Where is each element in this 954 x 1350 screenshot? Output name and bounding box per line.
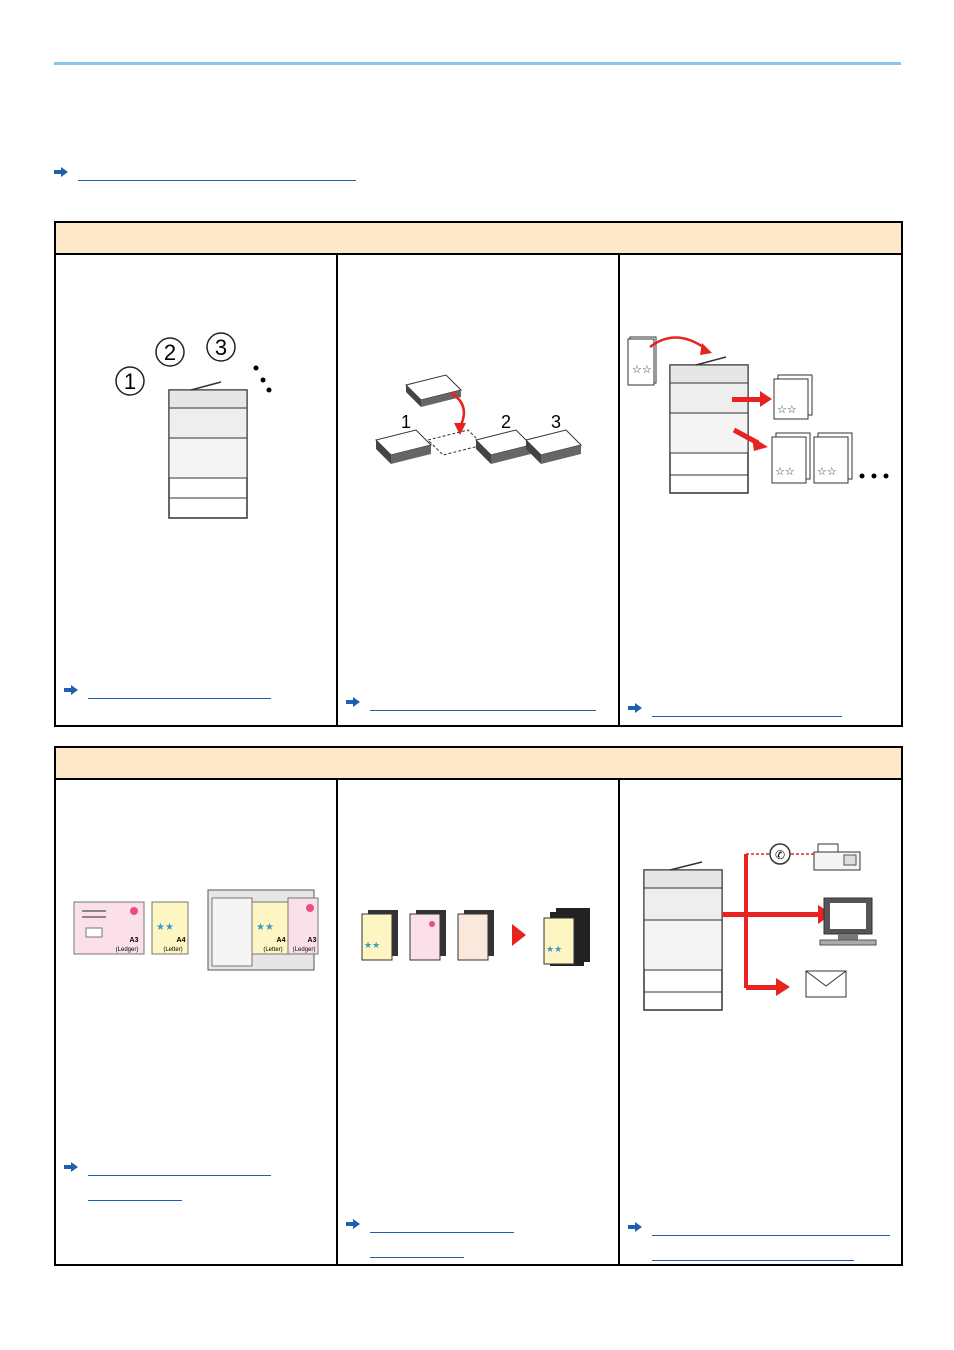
cell-link-text[interactable] xyxy=(652,1245,854,1261)
cell-link-text[interactable] xyxy=(88,683,271,699)
svg-text:★★: ★★ xyxy=(364,940,380,950)
number-2: 2 xyxy=(501,412,511,432)
feature-cell-interrupt-copy: 1 2 3 xyxy=(338,255,620,725)
feature-cell-multi-copy: ☆☆ ☆☆ ☆☆ xyxy=(620,255,901,725)
size-label: A4 xyxy=(177,937,186,944)
feature-section-1: 1 2 3 xyxy=(54,221,903,727)
cell-link-text[interactable] xyxy=(88,1160,271,1176)
top-link-text[interactable] xyxy=(78,165,356,181)
number-1: 1 xyxy=(401,412,411,432)
svg-text:★★: ★★ xyxy=(256,922,274,933)
size-label: A3 xyxy=(308,937,317,944)
cell-link-text[interactable] xyxy=(370,1217,514,1233)
section-header xyxy=(56,748,901,780)
cell-link-text[interactable] xyxy=(88,1185,182,1201)
feature-cell-send: ✆ xyxy=(620,780,901,1264)
top-rule xyxy=(54,62,901,65)
svg-text:★★: ★★ xyxy=(156,922,174,933)
svg-text:★★: ★★ xyxy=(546,944,562,954)
number-3: 3 xyxy=(551,412,561,432)
svg-text:☆☆: ☆☆ xyxy=(632,364,652,376)
cell-link[interactable] xyxy=(628,1220,890,1270)
send-destinations-illustration: ✆ xyxy=(642,840,892,1015)
svg-text:✆: ✆ xyxy=(775,848,785,862)
arrow-right-icon xyxy=(628,703,642,713)
cell-link-text[interactable] xyxy=(652,1220,890,1236)
svg-text:☆☆: ☆☆ xyxy=(777,404,797,416)
feature-section-2: A3 (Ledger) ★★ A4 (Letter) ★★ A4 (Letter… xyxy=(54,746,903,1266)
feature-cell-job-queue: 1 2 3 xyxy=(56,255,338,725)
svg-text:☆☆: ☆☆ xyxy=(817,466,837,478)
mixed-size-originals-illustration: A3 (Ledger) ★★ A4 (Letter) ★★ A4 (Letter… xyxy=(72,888,322,973)
size-label: A4 xyxy=(277,937,286,944)
cell-link[interactable] xyxy=(64,683,271,708)
size-label: (Letter) xyxy=(163,947,182,953)
multi-copy-illustration: ☆☆ ☆☆ ☆☆ xyxy=(626,335,896,495)
cell-link-text[interactable] xyxy=(652,701,842,717)
size-label: A3 xyxy=(130,937,139,944)
svg-text:☆☆: ☆☆ xyxy=(775,466,795,478)
arrow-right-icon xyxy=(54,167,68,177)
cell-link-text[interactable] xyxy=(370,695,596,711)
top-link[interactable] xyxy=(54,165,356,190)
section-header xyxy=(56,223,901,255)
job-queue-illustration: 1 2 3 xyxy=(111,330,281,520)
feature-cell-combine: ★★ ★★ xyxy=(338,780,620,1264)
arrow-right-icon xyxy=(346,697,360,707)
cell-link[interactable] xyxy=(628,701,842,726)
arrow-right-icon xyxy=(64,685,78,695)
size-label: (Ledger) xyxy=(293,947,316,953)
number-2: 2 xyxy=(164,340,176,365)
arrow-right-icon xyxy=(346,1219,360,1229)
arrow-right-icon xyxy=(628,1222,642,1232)
size-label: (Ledger) xyxy=(116,947,139,953)
cell-link-text[interactable] xyxy=(370,1242,464,1258)
cell-link[interactable] xyxy=(346,1217,514,1267)
number-1: 1 xyxy=(124,369,136,394)
size-label: (Letter) xyxy=(263,947,282,953)
number-3: 3 xyxy=(215,335,227,360)
arrow-right-icon xyxy=(64,1162,78,1172)
combine-documents-illustration: ★★ ★★ xyxy=(360,908,600,978)
cell-link[interactable] xyxy=(64,1160,271,1210)
interrupt-copy-illustration: 1 2 3 xyxy=(376,365,586,475)
feature-cell-mixed-size: A3 (Ledger) ★★ A4 (Letter) ★★ A4 (Letter… xyxy=(56,780,338,1264)
cell-link[interactable] xyxy=(346,695,596,720)
